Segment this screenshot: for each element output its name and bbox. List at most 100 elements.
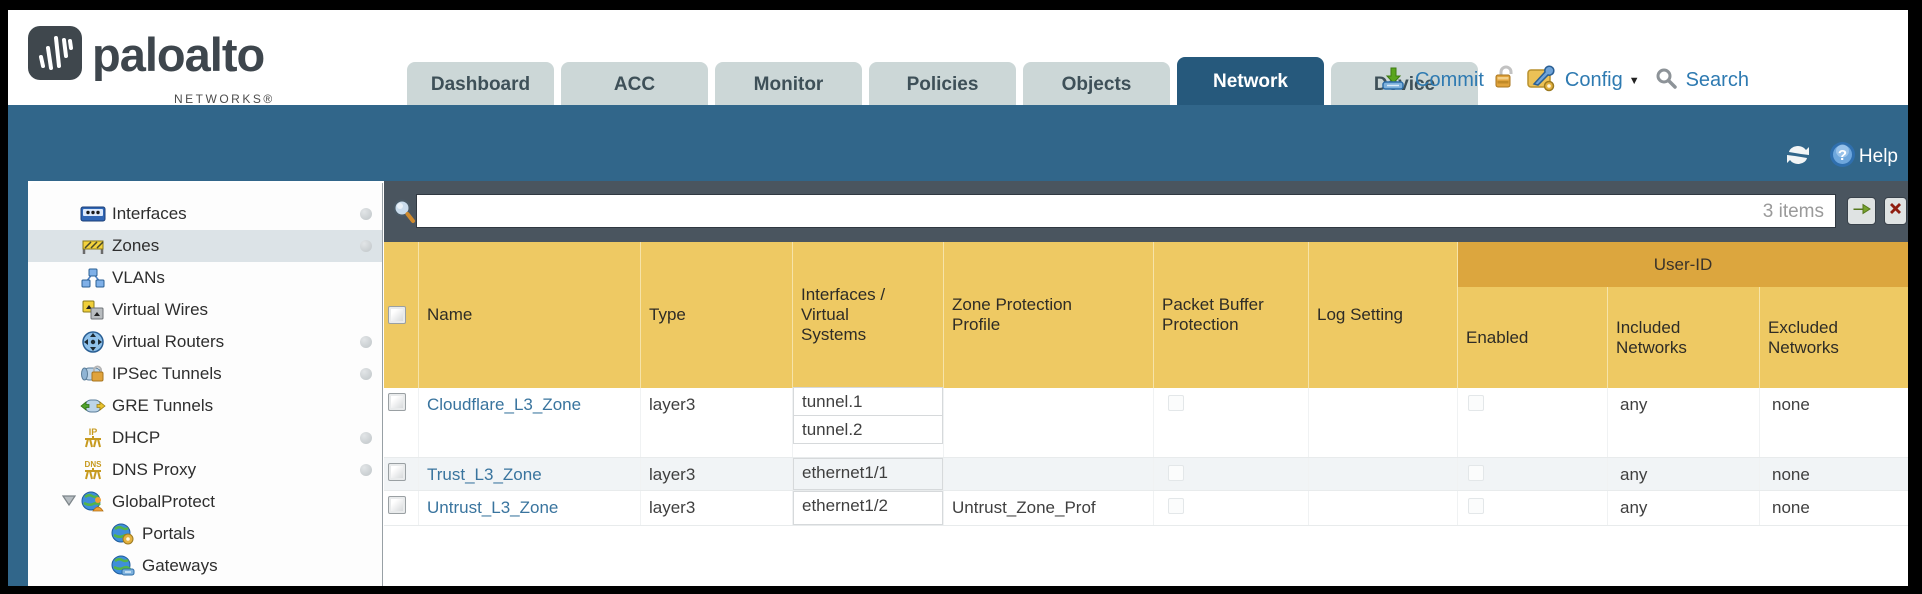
config-menu[interactable]: Config — [1564, 69, 1623, 91]
sidebar-item-dhcp[interactable]: IP DHCP — [28, 422, 382, 454]
header-cell-name[interactable]: Name — [419, 242, 641, 388]
apply-filter-button[interactable] — [1847, 197, 1876, 225]
user-id-group-header: User-ID — [1458, 242, 1908, 287]
green-arrow-icon — [1852, 201, 1872, 222]
sidebar-item-virtual-routers[interactable]: Virtual Routers — [28, 326, 382, 358]
zone-type: layer3 — [649, 498, 696, 517]
unlocked-padlock-icon[interactable] — [1493, 65, 1517, 96]
globalprotect-icon — [80, 490, 106, 514]
paloalto-logo: paloalto NETWORKS® — [28, 26, 272, 106]
included-networks: any — [1620, 395, 1648, 414]
commit-button[interactable]: Commit — [1415, 69, 1484, 91]
search-filter-icon — [392, 198, 416, 231]
tab-dashboard[interactable]: Dashboard — [407, 62, 554, 105]
zone-name-link[interactable]: Untrust_L3_Zone — [427, 498, 559, 517]
sidebar-item-zones[interactable]: Zones — [28, 230, 382, 262]
page-header-band: ? Help — [8, 105, 1908, 181]
header-cell-zone-protection-profile[interactable]: Zone Protection Profile — [944, 242, 1154, 388]
sidebar-label: DHCP — [112, 428, 161, 447]
expander-triangle-icon[interactable] — [61, 492, 77, 512]
status-dot — [360, 432, 372, 444]
zone-name-link[interactable]: Cloudflare_L3_Zone — [427, 395, 582, 414]
zones-table: Name Type Interfaces / Virtual Systems Z… — [384, 242, 1908, 526]
sidebar-item-gre-tunnels[interactable]: GRE Tunnels — [28, 390, 382, 422]
help-button[interactable]: ? Help — [1829, 141, 1898, 173]
header-cell-log-setting[interactable]: Log Setting — [1309, 242, 1458, 388]
clear-filter-button[interactable] — [1884, 197, 1907, 225]
zones-icon — [80, 234, 106, 258]
header-cell-packet-buffer-protection[interactable]: Packet Buffer Protection — [1154, 242, 1309, 388]
header-cell-interfaces[interactable]: Interfaces / Virtual Systems — [793, 242, 944, 388]
vlans-icon — [80, 266, 106, 290]
sidebar-item-globalprotect[interactable]: GlobalProtect — [28, 486, 382, 518]
help-label: Help — [1858, 146, 1898, 167]
interface-entry: ethernet1/2 — [793, 491, 943, 525]
header-cell-type[interactable]: Type — [641, 242, 793, 388]
column-label: Type — [649, 305, 686, 324]
user-id-enabled-checkbox — [1468, 395, 1484, 411]
column-label: Packet Buffer Protection — [1162, 295, 1264, 334]
sidebar-label: Virtual Wires — [112, 300, 209, 319]
excluded-networks: none — [1772, 395, 1810, 414]
sidebar-item-ipsec-tunnels[interactable]: IPSec Tunnels — [28, 358, 382, 390]
svg-text:DNS: DNS — [85, 460, 103, 469]
zone-protection-profile: Untrust_Zone_Prof — [952, 498, 1096, 517]
config-tools-icon — [1526, 64, 1556, 97]
zone-type: layer3 — [649, 395, 696, 414]
sidebar-label: Gateways — [142, 556, 218, 575]
interface-entry: ethernet1/1 — [793, 458, 943, 490]
tab-network[interactable]: Network — [1177, 57, 1324, 105]
search-icon — [1655, 67, 1677, 94]
sidebar-item-interfaces[interactable]: Interfaces — [28, 198, 382, 230]
sidebar-item-vlans[interactable]: VLANs — [28, 262, 382, 294]
app-window: paloalto NETWORKS® Dashboard ACC Monitor… — [8, 10, 1908, 586]
row-checkbox[interactable] — [388, 496, 406, 514]
sidebar-item-portals[interactable]: Portals — [28, 518, 382, 550]
zone-type: layer3 — [649, 465, 696, 484]
sidebar-item-dns-proxy[interactable]: DNS DNS Proxy — [28, 454, 382, 486]
tab-acc[interactable]: ACC — [561, 62, 708, 105]
tab-policies[interactable]: Policies — [869, 62, 1016, 105]
logo-wordmark: paloalto — [92, 28, 265, 81]
interfaces-cell: ethernet1/1 — [793, 458, 944, 490]
dhcp-icon: IP — [80, 426, 106, 450]
main-nav-tabs: Dashboard ACC Monitor Policies Objects N… — [407, 57, 1478, 105]
svg-text:?: ? — [1838, 147, 1847, 164]
sidebar-label: GRE Tunnels — [112, 396, 214, 415]
packet-buffer-checkbox — [1168, 498, 1184, 514]
select-all-checkbox[interactable] — [388, 306, 406, 324]
sidebar-label: Virtual Routers — [112, 332, 225, 351]
user-id-column-group: User-ID Enabled Included Networks Exclud… — [1458, 242, 1908, 388]
svg-text:IP: IP — [89, 427, 98, 437]
status-dot — [360, 240, 372, 252]
filter-input[interactable] — [416, 194, 1836, 228]
content-area: Interfaces Zones VLANs — [8, 181, 1908, 586]
column-label: Enabled — [1466, 327, 1529, 347]
gateways-icon — [110, 554, 136, 578]
header-cell-included-networks[interactable]: Included Networks — [1608, 287, 1760, 388]
zone-name-link[interactable]: Trust_L3_Zone — [427, 465, 542, 484]
virtual-wires-icon — [80, 298, 106, 322]
status-dot — [360, 336, 372, 348]
column-label: Excluded Networks — [1768, 317, 1839, 357]
row-checkbox[interactable] — [388, 393, 406, 411]
commit-icon — [1380, 65, 1406, 96]
paloalto-pulse-icon — [28, 26, 82, 80]
top-bar: paloalto NETWORKS® Dashboard ACC Monitor… — [8, 10, 1908, 106]
tab-objects[interactable]: Objects — [1023, 62, 1170, 105]
network-sidebar: Interfaces Zones VLANs — [28, 183, 383, 586]
refresh-icon[interactable] — [1783, 142, 1813, 173]
gre-tunnels-icon — [80, 394, 106, 418]
row-checkbox[interactable] — [388, 463, 406, 481]
search-button[interactable]: Search — [1685, 69, 1749, 91]
tab-monitor[interactable]: Monitor — [715, 62, 862, 105]
logo-networks-text: NETWORKS® — [174, 92, 275, 106]
sidebar-label: Portals — [142, 524, 195, 543]
sidebar-item-gateways[interactable]: Gateways — [28, 550, 382, 582]
header-cell-enabled[interactable]: Enabled — [1458, 287, 1608, 388]
header-cell-select-all — [384, 242, 419, 388]
header-cell-excluded-networks[interactable]: Excluded Networks — [1760, 287, 1908, 388]
sidebar-item-virtual-wires[interactable]: Virtual Wires — [28, 294, 382, 326]
status-dot — [360, 464, 372, 476]
chevron-down-icon[interactable]: ▼ — [1628, 74, 1640, 87]
